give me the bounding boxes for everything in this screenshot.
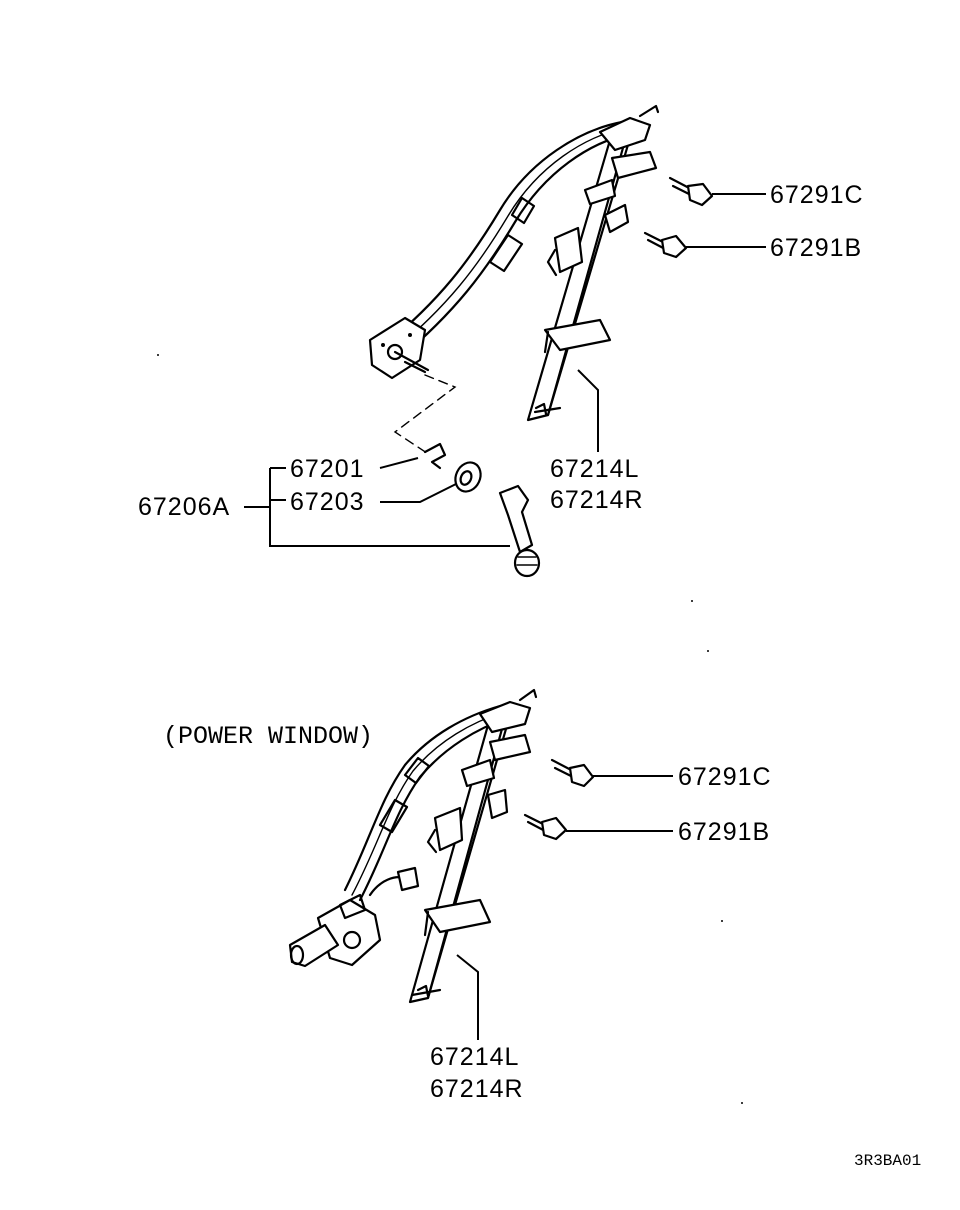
figure-code: 3R3BA01 [854, 1152, 921, 1170]
label-67291c-bottom: 67291C [678, 763, 772, 791]
bolt-icon [643, 231, 688, 259]
label-67214r-bottom: 67214R [430, 1075, 524, 1103]
label-67214r-top: 67214R [550, 486, 644, 514]
label-67291c-top: 67291C [770, 181, 864, 209]
label-67291b-top: 67291B [770, 234, 862, 262]
window-crank-handle-icon [498, 484, 541, 578]
bolt-icon [550, 758, 595, 788]
spring-clip-icon [423, 442, 447, 470]
label-67214l-bottom: 67214L [430, 1043, 519, 1071]
power-window-regulator [288, 688, 538, 1004]
label-67201: 67201 [290, 455, 365, 483]
label-67203: 67203 [290, 488, 365, 516]
label-67206a: 67206A [138, 493, 230, 521]
label-67214l-top: 67214L [550, 455, 639, 483]
caption-power-window: (POWER WINDOW) [163, 722, 373, 751]
installation-line [393, 374, 457, 456]
bolt-icon [523, 813, 568, 841]
label-67291b-bottom: 67291B [678, 818, 770, 846]
bolt-icon [668, 176, 714, 207]
manual-window-regulator [368, 104, 660, 422]
escutcheon-washer-icon [454, 461, 482, 493]
